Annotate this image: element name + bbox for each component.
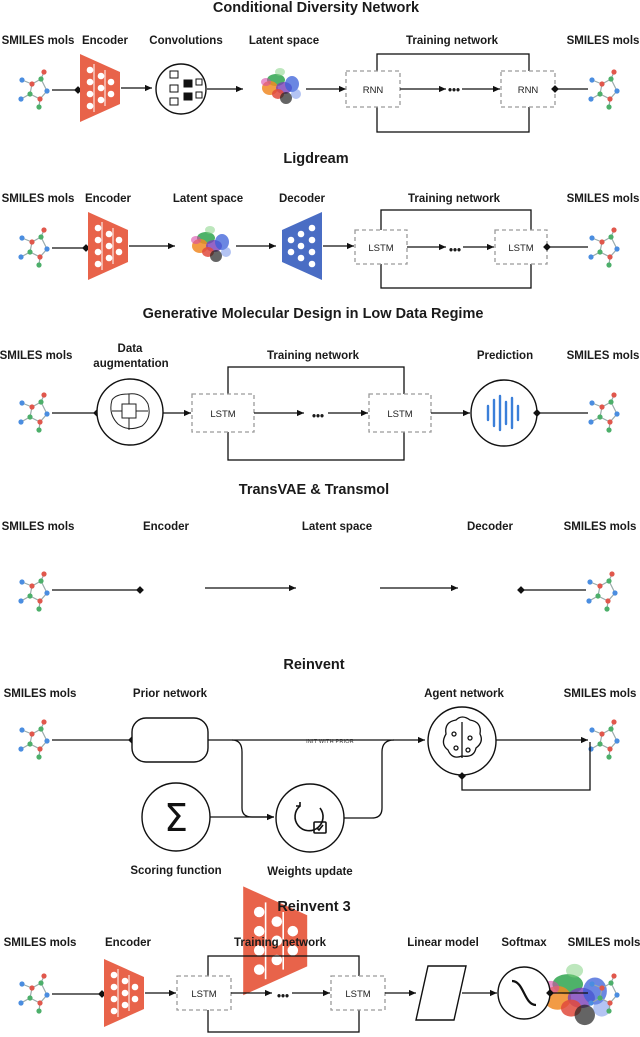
diagram-label: SMILES mols [568, 937, 640, 949]
diagram-label: SMILES mols [567, 350, 640, 362]
section-gmd: Generative Molecular Design in Low Data … [0, 306, 640, 461]
diagram-label: Training network [267, 350, 360, 362]
diagram-label: ••• [312, 411, 324, 423]
section-title: Generative Molecular Design in Low Data … [143, 306, 484, 322]
diagram-label: Training network [408, 193, 501, 205]
diagram-label: Decoder [279, 193, 326, 205]
section-title: TransVAE & Transmol [239, 482, 389, 498]
encoder-icon [103, 958, 145, 1028]
linear-model-icon [415, 965, 467, 1021]
diagram-label: Decoder [467, 521, 514, 533]
training-label: Training network [406, 35, 499, 47]
molecule-icon [17, 391, 51, 434]
diagram-label: LSTM [210, 409, 235, 420]
diagram-label: RNN [363, 85, 384, 96]
diagram-label: LSTM [508, 243, 533, 254]
diagram-label: SMILES mols [564, 521, 637, 533]
output-label: SMILES mols [567, 35, 640, 47]
lstm-box [330, 975, 386, 1011]
section-reinvent3: Reinvent 3 SMILES mols Encoder Training … [4, 899, 640, 1033]
convolutions-label: Convolutions [149, 35, 222, 47]
diagram-label: Encoder [105, 937, 152, 949]
lstm-box [354, 229, 408, 265]
diagram-label: LSTM [345, 989, 370, 1000]
molecule-icon [587, 718, 621, 761]
molecule-icon [17, 68, 51, 111]
molecule-icon [587, 226, 621, 269]
encoder-label: Encoder [82, 35, 129, 47]
diagram-label: Latent space [173, 193, 243, 205]
data-augmentation-icon [96, 378, 164, 446]
molecule-icon [17, 226, 51, 269]
diagram-label: SMILES mols [2, 193, 75, 205]
diagram-label: LSTM [387, 409, 412, 420]
rnn-box [345, 70, 401, 108]
input-label: SMILES mols [2, 35, 75, 47]
diagram-label: augmentation [93, 358, 168, 370]
encoder-icon [87, 211, 129, 281]
diagram-label: Agent network [424, 688, 504, 700]
prediction-icon [470, 379, 538, 447]
section-title: Conditional Diversity Network [213, 0, 420, 16]
latent-space-icon [261, 68, 301, 104]
molecule-icon [587, 68, 621, 111]
diagram-label: Data [118, 343, 144, 355]
latent-label: Latent space [249, 35, 319, 47]
section-title: Reinvent [283, 657, 344, 673]
section-transvae: TransVAE & Transmol SMILES mols Encoder … [2, 482, 637, 1026]
decoder-icon [282, 212, 322, 280]
lstm-box [494, 229, 548, 265]
diagram-label: Encoder [143, 521, 190, 533]
diagram-label: ••• [277, 991, 289, 1003]
diagram-label: SMILES mols [567, 193, 640, 205]
diagram-label: ••• [449, 245, 461, 257]
ellipsis: ••• [448, 85, 460, 97]
section-title: Ligdream [283, 151, 348, 167]
weights-update-icon [275, 783, 345, 853]
convolutions-icon [155, 63, 207, 115]
diagram-label: Softmax [501, 937, 547, 949]
diagram-label: Prediction [477, 350, 533, 362]
molecule-icon [587, 391, 621, 434]
diagram-label: SMILES mols [0, 350, 72, 362]
diagram-label: Encoder [85, 193, 132, 205]
diagram-label: Linear model [407, 937, 479, 949]
diagram-label: SMILES mols [4, 937, 77, 949]
latent-space-icon [191, 226, 231, 262]
diagram-label: SMILES mols [4, 688, 77, 700]
diagram-label: LSTM [368, 243, 393, 254]
molecule-icon [585, 570, 619, 613]
molecule-icon [17, 972, 51, 1015]
diagram-label: Scoring function [130, 865, 221, 877]
section-title: Reinvent 3 [277, 899, 350, 915]
diagram-label: LSTM [191, 989, 216, 1000]
molecule-icon [17, 718, 51, 761]
latent-space-icon [542, 963, 611, 1026]
sigma-icon: Σ [164, 796, 188, 840]
diagram-label: RNN [518, 85, 539, 96]
prior-network-box [131, 717, 209, 763]
diagram-label: Prior network [133, 688, 208, 700]
init-with-prior-label: INIT WITH PRIOR [306, 739, 354, 745]
diagram-label: SMILES mols [564, 688, 637, 700]
diagram-label: SMILES mols [2, 521, 75, 533]
diagram-label: Training network [234, 937, 327, 949]
diagram-label: Latent space [302, 521, 372, 533]
section-ligdream: Ligdream SMILES mols Encoder Latent spac… [2, 151, 640, 289]
diagram-label: Weights update [267, 866, 352, 878]
section-cdn: Conditional Diversity Network SMILES mol… [2, 0, 640, 133]
section-reinvent: Reinvent SMILES mols Prior network Agent… [4, 657, 637, 878]
molecule-icon [17, 570, 51, 613]
encoder-icon [79, 53, 121, 123]
lstm-box [191, 393, 255, 433]
